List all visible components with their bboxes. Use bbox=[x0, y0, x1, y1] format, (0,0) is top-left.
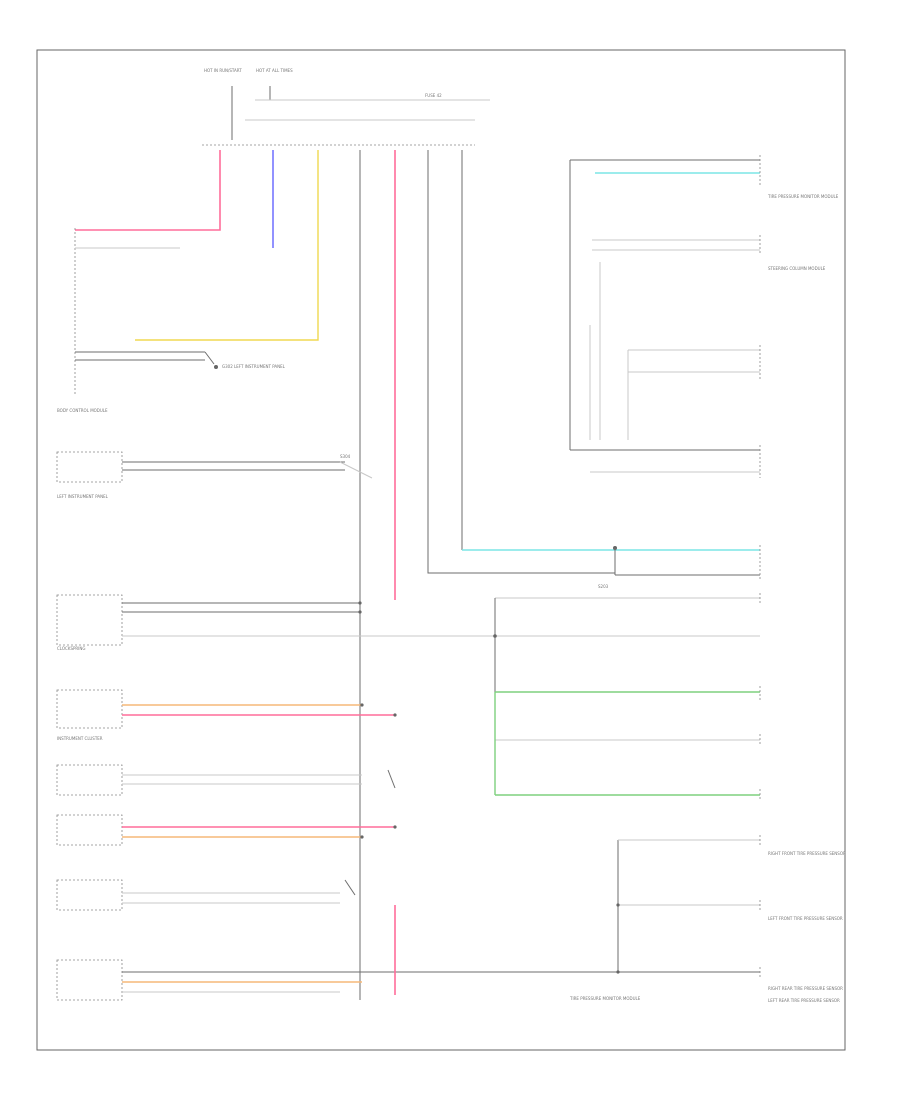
module-label-steering-column-module: STEERING COLUMN MODULE bbox=[768, 266, 826, 271]
hot-in-run-label: HOT IN RUN/START bbox=[204, 68, 242, 73]
hot-at-all-times-label: HOT AT ALL TIMES bbox=[256, 68, 293, 73]
ground-g302-label: G302 LEFT INSTRUMENT PANEL bbox=[222, 364, 286, 369]
connector-block-1: S304 bbox=[56, 451, 373, 483]
connector-block-5 bbox=[56, 814, 397, 846]
module-label-left-rear-tire-pressure-sensor: LEFT REAR TIRE PRESSURE SENSOR bbox=[768, 998, 840, 1003]
connector-block-6 bbox=[56, 879, 356, 911]
module-label-tire-pressure-monitor-module: TIRE PRESSURE MONITOR MODULE bbox=[767, 194, 839, 199]
connector-block-3 bbox=[56, 689, 397, 729]
splice-s203-label: S203 bbox=[598, 584, 609, 589]
tpms-module-label: TIRE PRESSURE MONITOR MODULE bbox=[569, 996, 641, 1001]
connector-block-7 bbox=[56, 905, 760, 1001]
wire-gray-2 bbox=[427, 150, 615, 574]
top-connector: HOT IN RUN/START HOT AT ALL TIMES FUSE 4… bbox=[202, 68, 490, 146]
wire-yellow-top bbox=[135, 150, 319, 341]
module-label-right-front-tire-pressure-sensor: RIGHT FRONT TIRE PRESSURE SENSOR bbox=[768, 851, 846, 856]
fuse-label: FUSE 42 bbox=[425, 93, 442, 98]
connector-block-2 bbox=[56, 594, 760, 646]
module-label-body-control-module: BODY CONTROL MODULE bbox=[57, 408, 108, 413]
tire-pressure-sensor-bus: TIRE PRESSURE MONITOR MODULE bbox=[569, 835, 761, 1001]
module-label-right-rear-tire-pressure-sensor: RIGHT REAR TIRE PRESSURE SENSOR bbox=[768, 986, 843, 991]
right-top-module bbox=[569, 155, 761, 450]
splice-s304-label: S304 bbox=[340, 454, 351, 459]
right-mid-module bbox=[570, 345, 761, 478]
right-lower-module bbox=[493, 593, 761, 800]
right-cyan-bus: S203 bbox=[462, 545, 761, 589]
module-label-left-front-tire-pressure-sensor: LEFT FRONT TIRE PRESSURE SENSOR bbox=[768, 916, 843, 921]
connector-block-4 bbox=[56, 764, 396, 796]
module-label-left-instrument-panel: LEFT INSTRUMENT PANEL bbox=[57, 494, 109, 499]
module-label-instrument-cluster: INSTRUMENT CLUSTER bbox=[57, 736, 103, 741]
diagram-frame bbox=[36, 49, 846, 1051]
module-label-clockspring: CLOCKSPRING bbox=[57, 646, 85, 651]
wire-pink-top bbox=[75, 150, 221, 231]
left-top-connector: G302 LEFT INSTRUMENT PANEL bbox=[74, 228, 286, 395]
